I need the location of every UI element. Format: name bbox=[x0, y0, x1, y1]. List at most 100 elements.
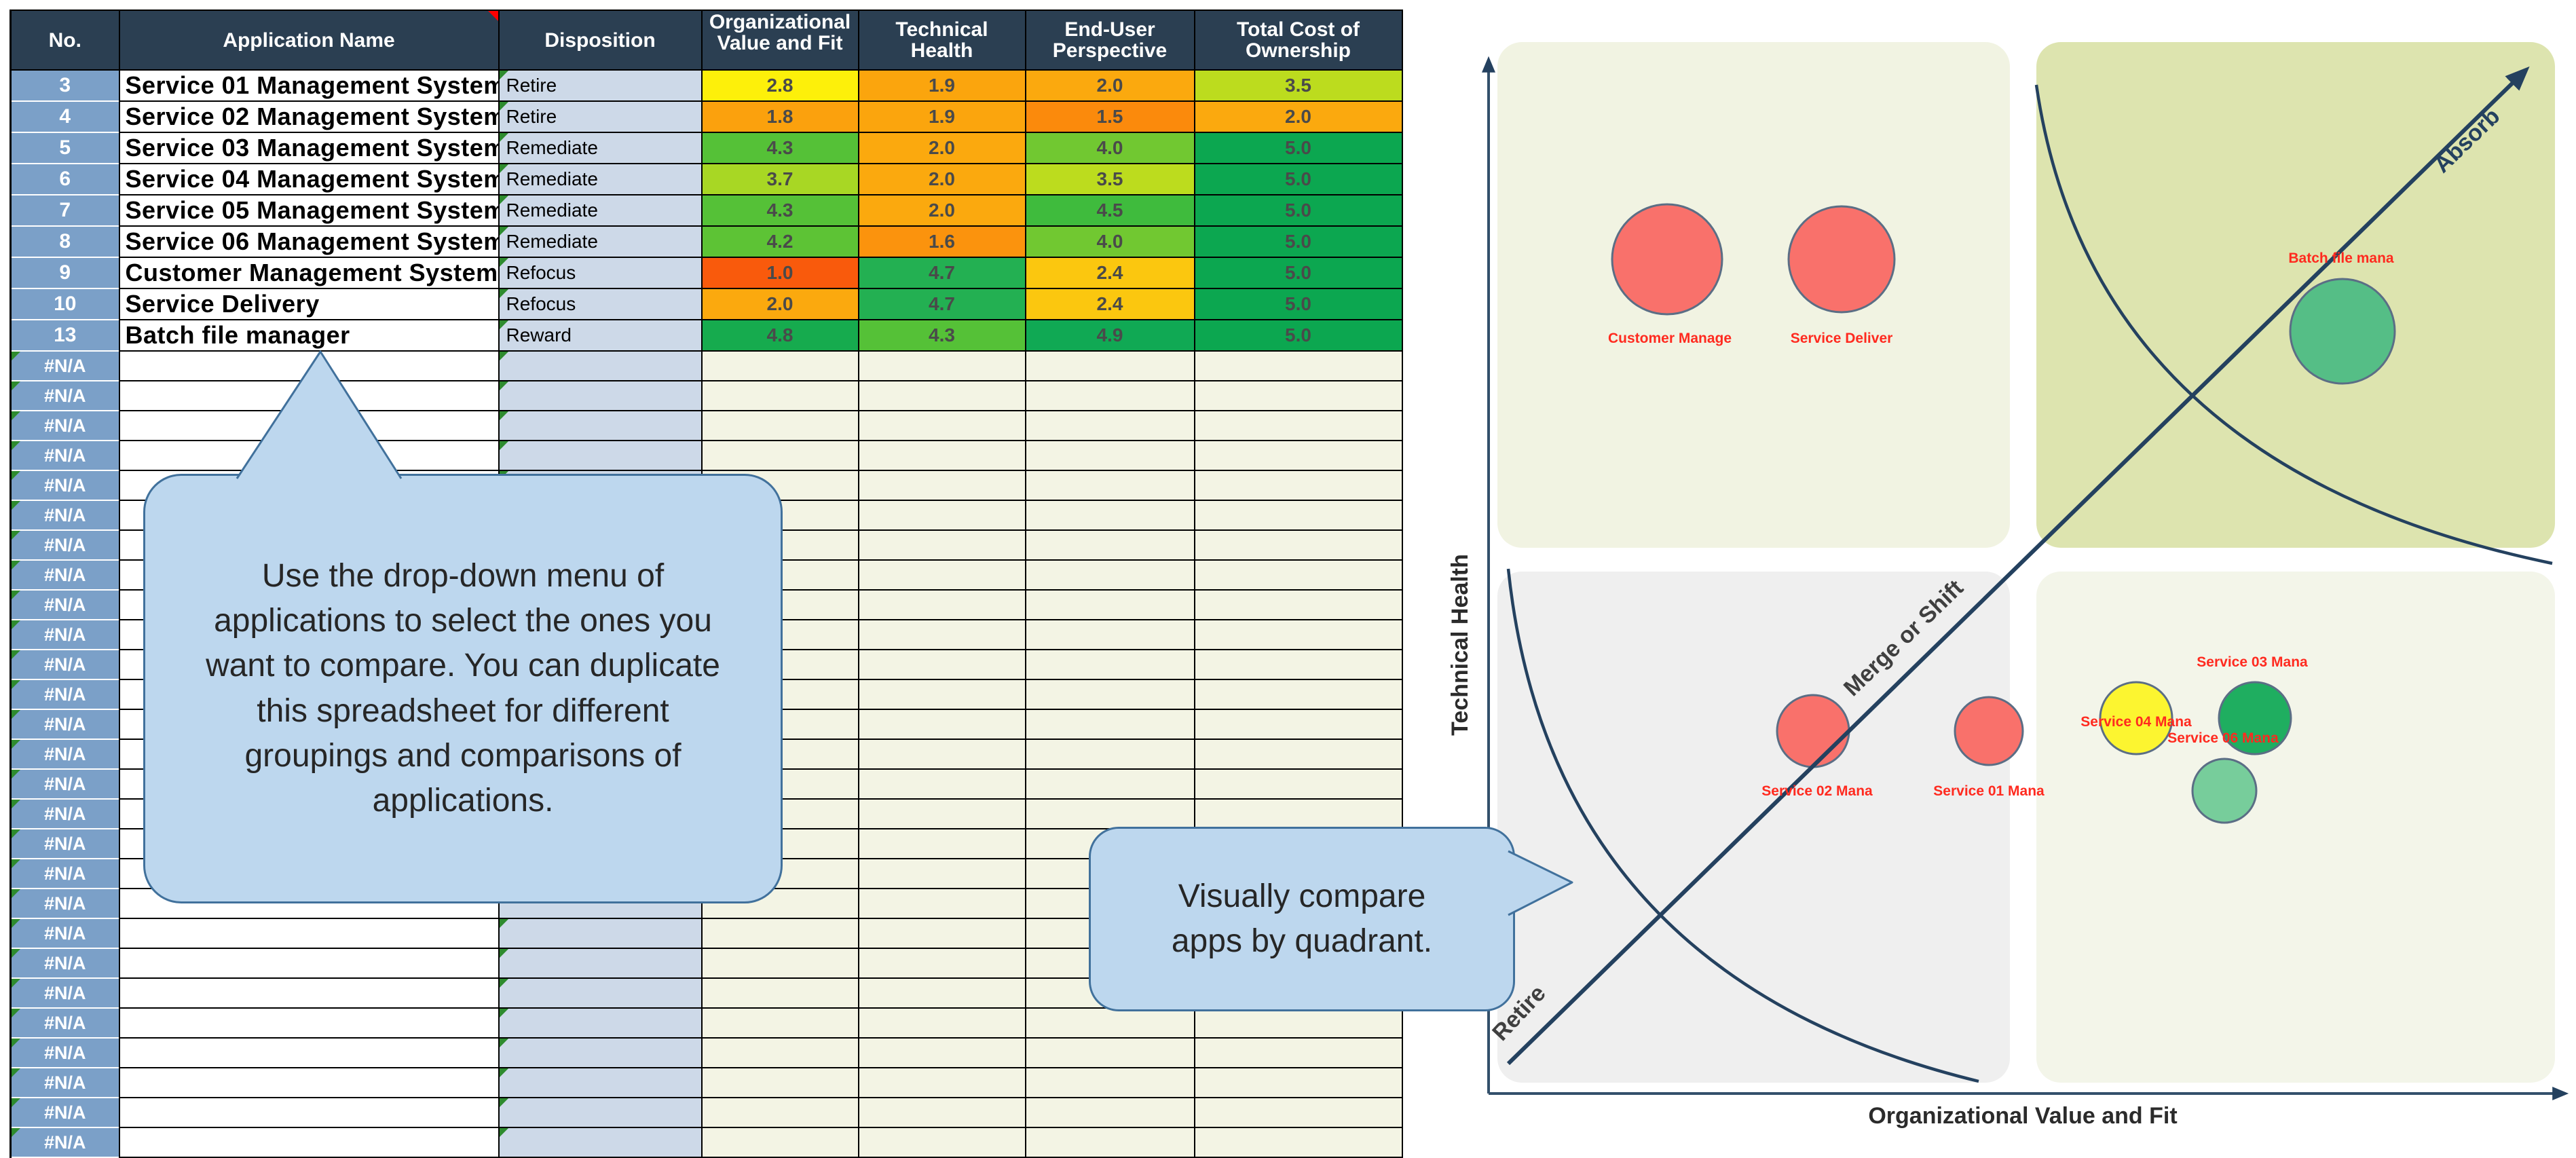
score-cell-empty[interactable] bbox=[1024, 559, 1195, 591]
application-name-cell[interactable]: Service 04 Management System bbox=[118, 163, 500, 195]
score-cell-empty[interactable] bbox=[701, 1067, 859, 1098]
application-name-cell[interactable]: Service Delivery bbox=[118, 288, 500, 320]
na-row-number-cell[interactable]: #N/A bbox=[10, 470, 120, 501]
score-cell-empty[interactable] bbox=[857, 768, 1026, 800]
score-cell-empty[interactable] bbox=[1193, 470, 1403, 501]
application-name-cell-empty[interactable] bbox=[118, 1007, 500, 1039]
disposition-cell-empty[interactable] bbox=[498, 380, 703, 411]
na-row-number-cell[interactable]: #N/A bbox=[10, 589, 120, 620]
score-cell-empty[interactable] bbox=[857, 948, 1026, 979]
application-name-cell[interactable]: Service 03 Management System bbox=[118, 132, 500, 164]
score-cell-tco[interactable]: 5.0 bbox=[1193, 132, 1403, 164]
disposition-cell-empty[interactable] bbox=[498, 977, 703, 1009]
score-cell-empty[interactable] bbox=[1024, 619, 1195, 650]
score-cell-tco[interactable]: 5.0 bbox=[1193, 163, 1403, 195]
column-header-org_value[interactable]: Organizational Value and Fit bbox=[701, 10, 859, 71]
bubble-customer-management[interactable] bbox=[1611, 203, 1723, 316]
disposition-cell-empty[interactable] bbox=[498, 948, 703, 979]
score-cell-end_user[interactable]: 2.4 bbox=[1024, 257, 1195, 289]
score-cell-empty[interactable] bbox=[1193, 739, 1403, 770]
na-row-number-cell[interactable]: #N/A bbox=[10, 649, 120, 680]
score-cell-empty[interactable] bbox=[857, 529, 1026, 561]
na-row-number-cell[interactable]: #N/A bbox=[10, 1067, 120, 1098]
score-cell-empty[interactable] bbox=[857, 1097, 1026, 1128]
score-cell-empty[interactable] bbox=[857, 1037, 1026, 1068]
na-row-number-cell[interactable]: #N/A bbox=[10, 1097, 120, 1128]
score-cell-org_value[interactable]: 4.2 bbox=[701, 225, 859, 258]
column-header-disposition[interactable]: Disposition bbox=[498, 10, 703, 71]
score-cell-empty[interactable] bbox=[857, 798, 1026, 829]
score-cell-empty[interactable] bbox=[857, 828, 1026, 859]
disposition-cell-empty[interactable] bbox=[498, 1067, 703, 1098]
na-row-number-cell[interactable]: #N/A bbox=[10, 619, 120, 650]
na-row-number-cell[interactable]: #N/A bbox=[10, 1037, 120, 1068]
score-cell-tech_health[interactable]: 2.0 bbox=[857, 163, 1026, 195]
score-cell-empty[interactable] bbox=[1193, 768, 1403, 800]
disposition-cell-empty[interactable] bbox=[498, 350, 703, 381]
score-cell-empty[interactable] bbox=[701, 977, 859, 1009]
column-header-tco[interactable]: Total Cost of Ownership bbox=[1193, 10, 1403, 71]
row-number-cell[interactable]: 10 bbox=[10, 288, 120, 320]
score-cell-tco[interactable]: 2.0 bbox=[1193, 100, 1403, 133]
na-row-number-cell[interactable]: #N/A bbox=[10, 888, 120, 919]
score-cell-empty[interactable] bbox=[1024, 768, 1195, 800]
application-name-cell-empty[interactable] bbox=[118, 1097, 500, 1128]
bubble-service-02[interactable] bbox=[1776, 694, 1850, 768]
score-cell-tco[interactable]: 5.0 bbox=[1193, 319, 1403, 352]
na-row-number-cell[interactable]: #N/A bbox=[10, 410, 120, 441]
application-name-cell-empty[interactable] bbox=[118, 948, 500, 979]
score-cell-empty[interactable] bbox=[1024, 380, 1195, 411]
score-cell-end_user[interactable]: 1.5 bbox=[1024, 100, 1195, 133]
score-cell-empty[interactable] bbox=[857, 888, 1026, 919]
column-header-tech_health[interactable]: Technical Health bbox=[857, 10, 1026, 71]
na-row-number-cell[interactable]: #N/A bbox=[10, 798, 120, 829]
score-cell-empty[interactable] bbox=[1193, 589, 1403, 620]
score-cell-empty[interactable] bbox=[1193, 440, 1403, 471]
score-cell-empty[interactable] bbox=[857, 1067, 1026, 1098]
row-number-cell[interactable]: 5 bbox=[10, 132, 120, 164]
score-cell-empty[interactable] bbox=[857, 410, 1026, 441]
score-cell-empty[interactable] bbox=[1024, 350, 1195, 381]
application-name-cell-empty[interactable] bbox=[118, 918, 500, 949]
column-header-name[interactable]: Application Name bbox=[118, 10, 500, 71]
score-cell-empty[interactable] bbox=[701, 380, 859, 411]
score-cell-empty[interactable] bbox=[1024, 500, 1195, 531]
score-cell-empty[interactable] bbox=[1193, 1067, 1403, 1098]
score-cell-end_user[interactable]: 2.0 bbox=[1024, 69, 1195, 102]
score-cell-empty[interactable] bbox=[1193, 619, 1403, 650]
application-name-cell[interactable]: Service 05 Management System bbox=[118, 194, 500, 227]
score-cell-tco[interactable]: 3.5 bbox=[1193, 69, 1403, 102]
score-cell-empty[interactable] bbox=[857, 350, 1026, 381]
score-cell-end_user[interactable]: 4.5 bbox=[1024, 194, 1195, 227]
score-cell-empty[interactable] bbox=[857, 440, 1026, 471]
application-name-cell-empty[interactable] bbox=[118, 1037, 500, 1068]
row-number-cell[interactable]: 6 bbox=[10, 163, 120, 195]
disposition-cell[interactable]: Retire bbox=[498, 100, 703, 133]
row-number-cell[interactable]: 7 bbox=[10, 194, 120, 227]
score-cell-tco[interactable]: 5.0 bbox=[1193, 194, 1403, 227]
score-cell-org_value[interactable]: 2.8 bbox=[701, 69, 859, 102]
score-cell-empty[interactable] bbox=[1193, 1037, 1403, 1068]
row-number-cell[interactable]: 4 bbox=[10, 100, 120, 133]
score-cell-empty[interactable] bbox=[701, 440, 859, 471]
score-cell-empty[interactable] bbox=[857, 380, 1026, 411]
score-cell-empty[interactable] bbox=[857, 470, 1026, 501]
column-header-no[interactable]: No. bbox=[10, 10, 120, 71]
score-cell-end_user[interactable]: 4.0 bbox=[1024, 132, 1195, 164]
score-cell-empty[interactable] bbox=[701, 1007, 859, 1039]
score-cell-empty[interactable] bbox=[701, 1097, 859, 1128]
score-cell-tech_health[interactable]: 4.7 bbox=[857, 288, 1026, 320]
score-cell-empty[interactable] bbox=[1024, 410, 1195, 441]
score-cell-tech_health[interactable]: 2.0 bbox=[857, 194, 1026, 227]
bubble-service-01[interactable] bbox=[1954, 696, 2024, 766]
disposition-cell-empty[interactable] bbox=[498, 440, 703, 471]
score-cell-org_value[interactable]: 3.7 bbox=[701, 163, 859, 195]
bubble-service-04[interactable] bbox=[2099, 681, 2173, 755]
na-row-number-cell[interactable]: #N/A bbox=[10, 918, 120, 949]
row-number-cell[interactable]: 13 bbox=[10, 319, 120, 352]
na-row-number-cell[interactable]: #N/A bbox=[10, 679, 120, 710]
disposition-cell[interactable]: Reward bbox=[498, 319, 703, 352]
na-row-number-cell[interactable]: #N/A bbox=[10, 500, 120, 531]
score-cell-empty[interactable] bbox=[701, 1037, 859, 1068]
score-cell-empty[interactable] bbox=[857, 709, 1026, 740]
